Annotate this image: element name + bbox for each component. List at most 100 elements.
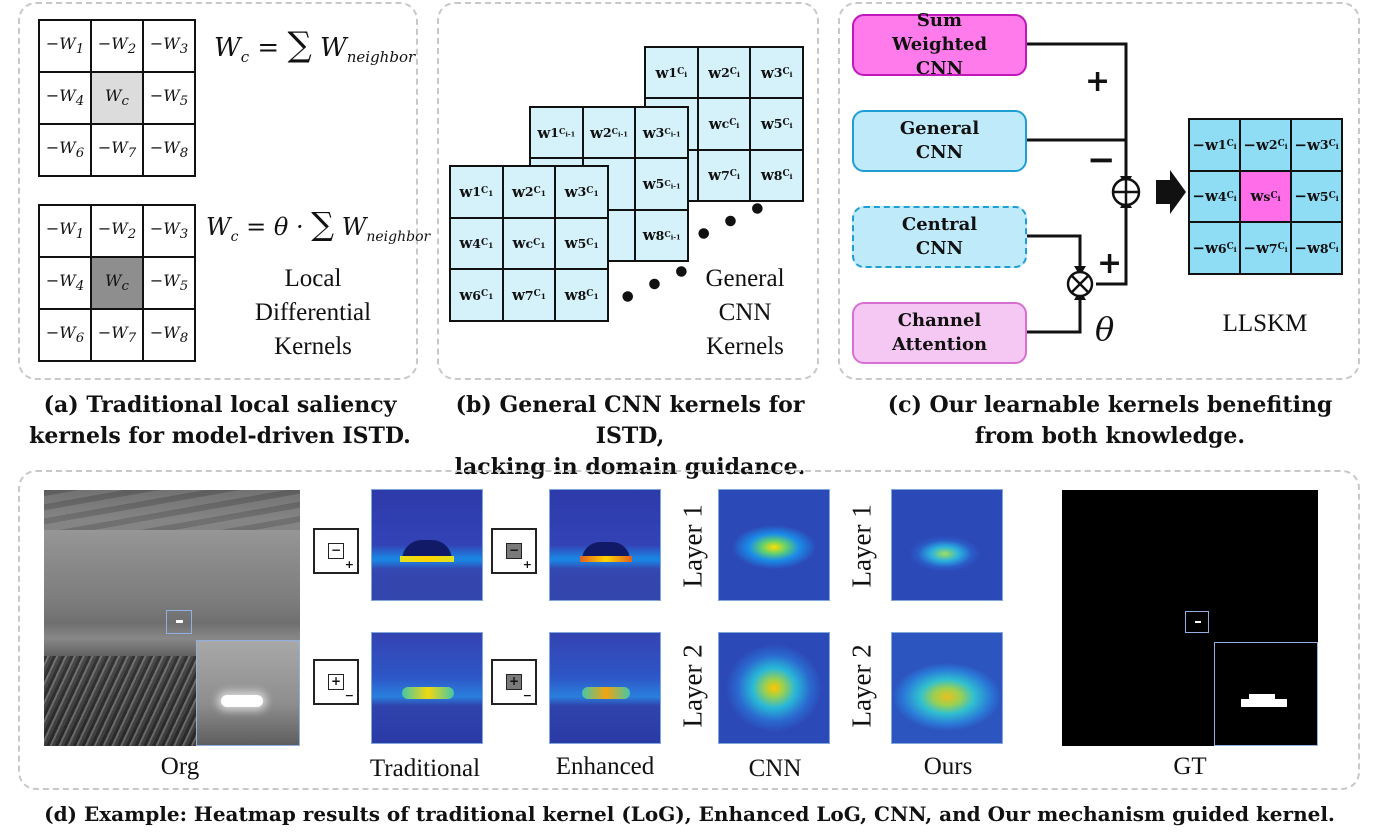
panel-b: [437, 2, 819, 380]
kernel-cell: −W8: [142, 308, 196, 362]
llskm-label: LLSKM: [1222, 310, 1308, 337]
kernel-cell: −W1: [38, 19, 92, 73]
panel-a: [18, 2, 418, 380]
ours-heatmap-1: [891, 489, 1003, 601]
org-label: Org: [160, 753, 200, 780]
enhanced-log-kernel-icon-inverse: +−: [491, 659, 537, 705]
kernel-cell: −W3: [142, 19, 196, 73]
kernel-center-cell: Wc: [90, 256, 144, 310]
plus-sign-bottom: +: [1097, 246, 1123, 281]
kernel-cell: −W5: [142, 71, 196, 125]
zoom-inset: [1214, 642, 1318, 746]
kernel-cell: −W6: [38, 308, 92, 362]
log-kernel-icon-inverse: +−: [313, 659, 359, 705]
ours-layer1-label: Layer 1: [846, 504, 877, 588]
caption-d: (d) Example: Heatmap results of traditio…: [44, 802, 1335, 826]
gt-label: GT: [1173, 753, 1207, 780]
theta-symbol: θ: [1095, 310, 1115, 348]
sum-weighted-cnn-box: Sum Weighted CNN: [852, 10, 1027, 79]
enhanced-heatmap-1: [549, 489, 661, 601]
kernel-cell: −W5: [142, 256, 196, 310]
cnn-label: CNN: [748, 755, 802, 782]
log-kernel-icon: −+: [313, 528, 359, 574]
org-image: [44, 490, 300, 746]
formula-bottom: Wc = θ · ∑ Wneighbor: [206, 205, 431, 245]
kernel-cell: −W4: [38, 71, 92, 125]
enhanced-heatmap-2: [549, 632, 661, 744]
flow-arrows: [1027, 42, 1186, 334]
general-cnn-box: General CNN: [852, 110, 1027, 172]
kernel-cell: −W6: [38, 123, 92, 177]
kernel-cell: −W7: [90, 308, 144, 362]
cnn-layer1-label: Layer 1: [677, 504, 708, 588]
cnn-layer2-label: Layer 2: [677, 644, 708, 728]
traditional-heatmap-1: [371, 489, 483, 601]
cnn-heatmap-1: [718, 489, 830, 601]
enhanced-log-kernel-icon: −+: [491, 528, 537, 574]
caption-b: (b) General CNN kernels for ISTD,lacking…: [454, 392, 806, 480]
enhanced-label: Enhanced: [555, 753, 655, 780]
kernel-cell: −W1: [38, 204, 92, 258]
formula-top: Wc = ∑ Wneighbor: [214, 25, 416, 67]
ours-layer2-label: Layer 2: [846, 644, 877, 728]
kernel-cell: −W4: [38, 256, 92, 310]
panel-d: [18, 470, 1360, 790]
kernel-cell: −W8: [142, 123, 196, 177]
kernel-cell: −W3: [142, 204, 196, 258]
central-cnn-box: Central CNN: [852, 206, 1027, 268]
minus-sign: −: [1087, 140, 1116, 180]
zoom-inset: [196, 640, 300, 746]
cnn-heatmap-2: [718, 632, 830, 744]
ours-heatmap-2: [891, 632, 1003, 744]
kernel-cell: −W2: [90, 19, 144, 73]
gt-image: [1062, 490, 1318, 746]
traditional-heatmap-2: [371, 632, 483, 744]
kernel-center-cell: Wc: [90, 71, 144, 125]
traditional-label: Traditional: [369, 755, 481, 782]
target-box: [166, 610, 192, 634]
plus-sign-top: +: [1085, 64, 1111, 99]
channel-attention-box: Channel Attention: [852, 302, 1027, 364]
kernel-cell: −W2: [90, 204, 144, 258]
target-box: [1185, 611, 1209, 633]
ours-label: Ours: [923, 753, 973, 780]
panel-c: [838, 2, 1360, 380]
